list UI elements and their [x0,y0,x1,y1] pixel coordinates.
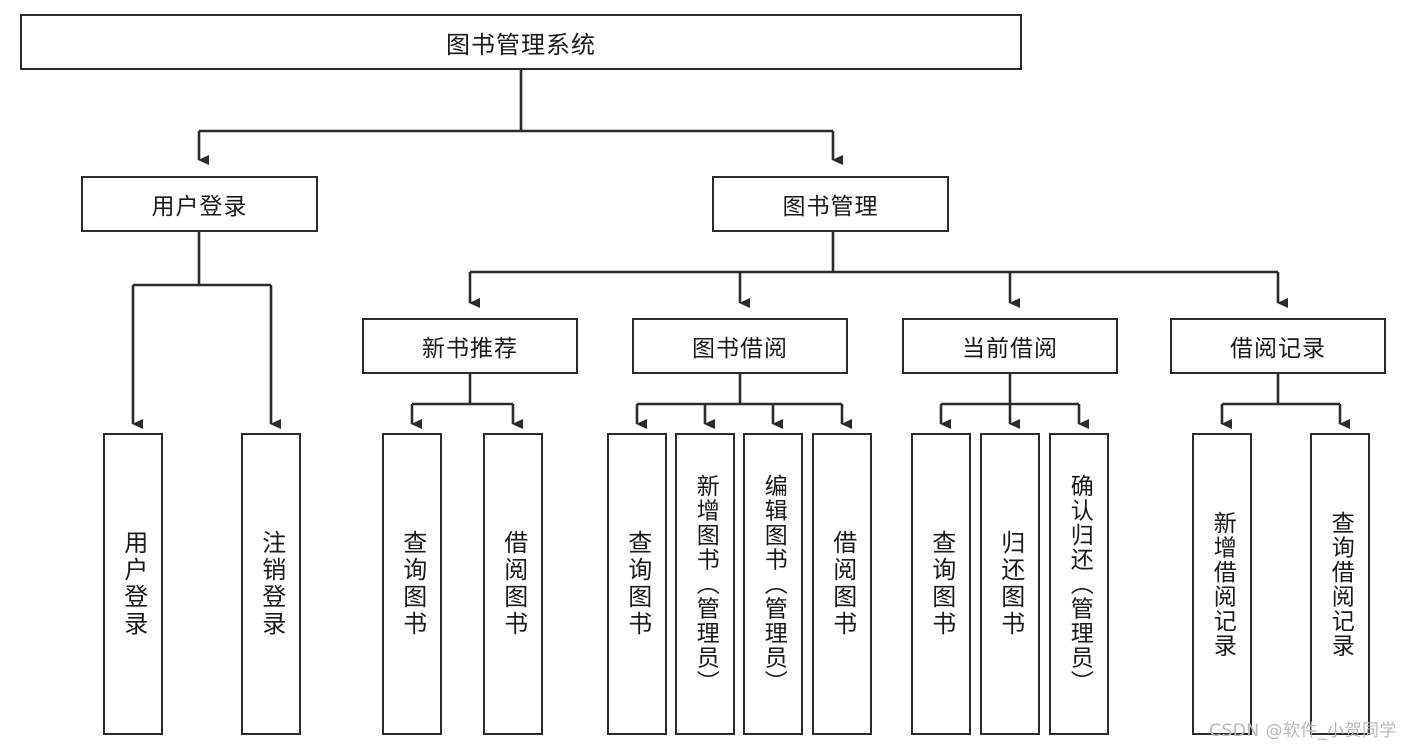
node-new-book-recommend[interactable]: 新书推荐 [362,318,578,374]
node-label: 注销登录 [257,530,286,638]
node-label: 借阅记录 [1230,336,1326,362]
leaf-book-borrow-edit[interactable]: 编辑图书（管理员） [743,433,803,735]
node-label: 查询图书 [623,530,652,638]
node-root-library-system[interactable]: 图书管理系统 [20,14,1022,70]
node-label: 借阅图书 [828,530,857,638]
leaf-book-borrow-query[interactable]: 查询图书 [607,433,667,735]
leaf-book-borrow-borrow[interactable]: 借阅图书 [812,433,872,735]
leaf-current-borrow-confirm-return[interactable]: 确认归还（管理员） [1049,433,1109,735]
watermark-csdn: CSDN @软件_小贺同学 [1209,721,1397,741]
node-current-borrow[interactable]: 当前借阅 [902,318,1118,374]
leaf-new-book-borrow[interactable]: 借阅图书 [483,433,543,735]
node-label: 查询图书 [927,530,956,638]
node-borrow-record[interactable]: 借阅记录 [1170,318,1386,374]
node-label: 归还图书 [996,530,1025,638]
node-label: 新增图书（管理员） [692,473,719,695]
leaf-borrow-record-add[interactable]: 新增借阅记录 [1192,433,1252,735]
leaf-borrow-record-query[interactable]: 查询借阅记录 [1310,433,1370,735]
leaf-current-borrow-query[interactable]: 查询图书 [911,433,971,735]
node-book-borrow[interactable]: 图书借阅 [632,318,848,374]
node-label: 编辑图书（管理员） [760,473,787,695]
node-label: 确认归还（管理员） [1066,473,1093,695]
node-label: 查询图书 [398,530,427,638]
node-label: 用户登录 [119,530,148,638]
node-label: 图书借阅 [692,336,788,362]
node-label: 新增借阅记录 [1209,510,1236,658]
node-label: 当前借阅 [962,336,1058,362]
node-label: 图书管理系统 [446,30,596,59]
node-label: 查询借阅记录 [1327,510,1354,658]
leaf-user-login-login[interactable]: 用户登录 [103,433,163,735]
leaf-book-borrow-add[interactable]: 新增图书（管理员） [675,433,735,735]
leaf-new-book-query[interactable]: 查询图书 [382,433,442,735]
node-label: 借阅图书 [499,530,528,638]
leaf-current-borrow-return[interactable]: 归还图书 [980,433,1040,735]
node-user-login[interactable]: 用户登录 [81,176,318,232]
node-label: 新书推荐 [422,336,518,362]
node-label: 用户登录 [151,194,248,220]
leaf-user-login-logout[interactable]: 注销登录 [241,433,301,735]
node-book-management[interactable]: 图书管理 [712,176,949,232]
node-label: 图书管理 [782,194,879,220]
